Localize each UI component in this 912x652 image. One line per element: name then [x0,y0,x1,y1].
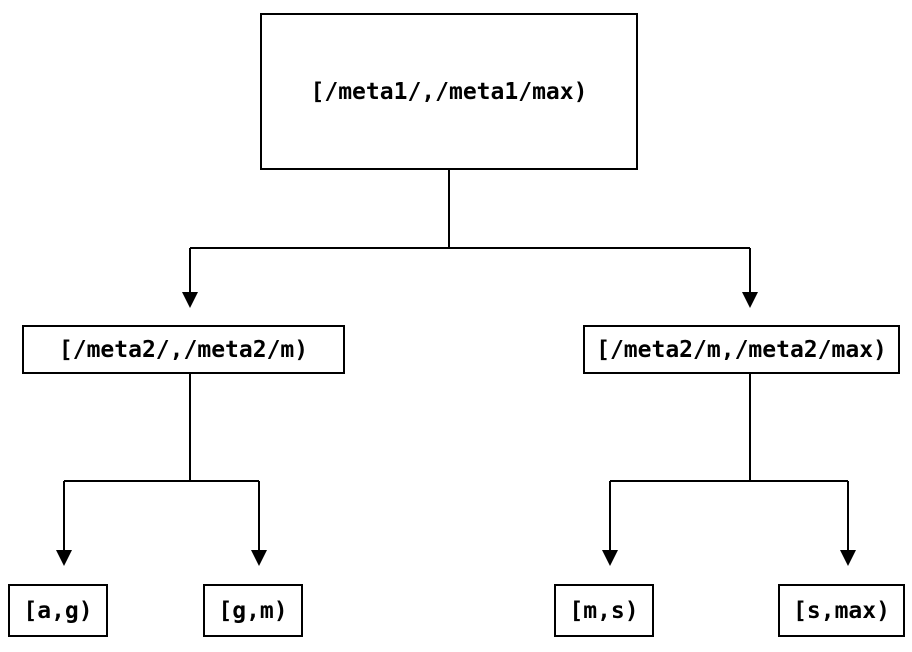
node-leaf-gm: [g,m) [203,584,303,637]
arrowhead-to-mid-right [742,292,758,308]
arrowhead-to-leaf-smax [840,550,856,566]
node-mid-left: [/meta2/,/meta2/m) [22,325,345,374]
node-mid-left-label: [/meta2/,/meta2/m) [58,336,309,363]
node-mid-right-label: [/meta2/m,/meta2/max) [596,336,887,363]
node-leaf-gm-label: [g,m) [218,597,288,624]
node-leaf-ms-label: [m,s) [569,597,639,624]
node-leaf-ag: [a,g) [8,584,108,637]
node-mid-right: [/meta2/m,/meta2/max) [583,325,900,374]
arrowhead-to-leaf-gm [251,550,267,566]
node-leaf-ag-label: [a,g) [23,597,93,624]
arrowhead-to-leaf-ms [602,550,618,566]
node-leaf-ms: [m,s) [554,584,654,637]
arrowhead-to-mid-left [182,292,198,308]
node-leaf-smax: [s,max) [778,584,905,637]
node-root-label: [/meta1/,/meta1/max) [310,78,588,105]
node-root: [/meta1/,/meta1/max) [260,13,638,170]
node-leaf-smax-label: [s,max) [793,597,890,624]
arrowhead-to-leaf-ag [56,550,72,566]
